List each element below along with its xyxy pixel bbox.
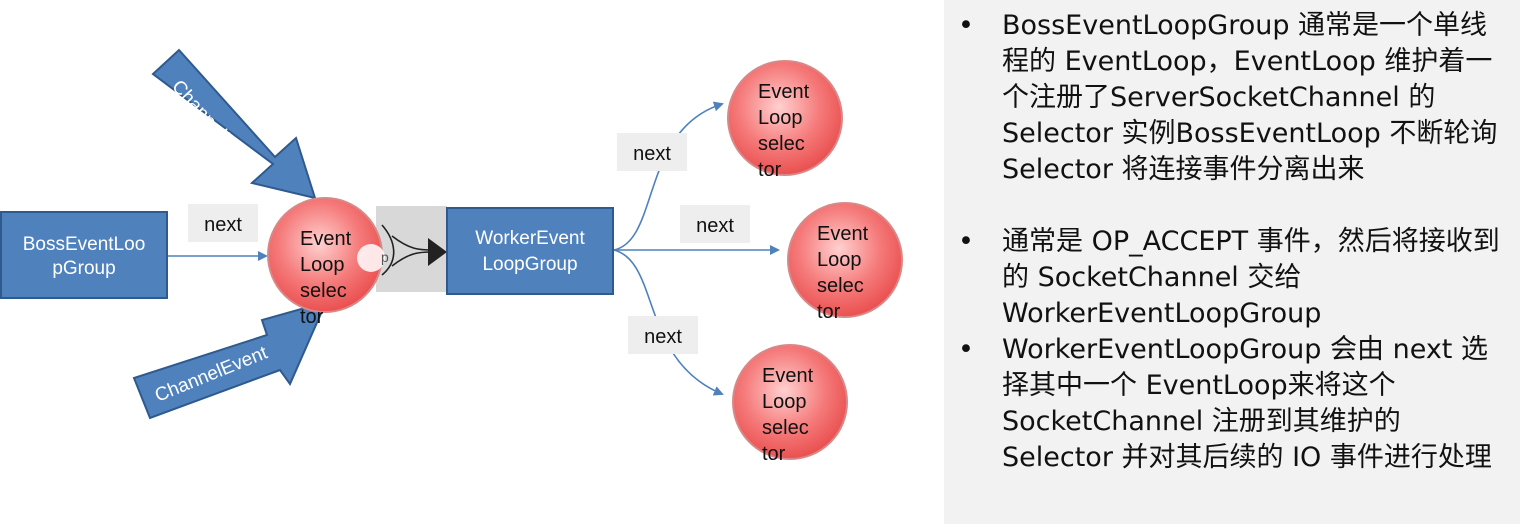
partial-label: p (381, 249, 389, 265)
bullet-marker: • (958, 10, 974, 41)
event-loop-label-line: selec (762, 417, 809, 439)
next-label-middle: next (680, 205, 750, 243)
event-loop-label-line: selec (817, 275, 864, 297)
event-loop-label-line: tor (762, 443, 786, 465)
channel-event-arrow-bottom: ChannelEvent (132, 300, 328, 420)
worker-group-label-line: WorkerEvent (475, 228, 585, 249)
bullet-marker: • (958, 334, 974, 365)
bullet-text: 通常是 OP_ACCEPT 事件，然后将接收到的 SocketChannel 交… (1002, 226, 1500, 329)
explanation-panel: • BossEventLoopGroup 通常是一个单线程的 EventLoop… (944, 0, 1520, 524)
worker-group-label-line: LoopGroup (482, 254, 577, 275)
svg-text:next: next (644, 326, 682, 348)
event-loop-label-line: Loop (762, 391, 807, 413)
bullet-marker: • (958, 226, 974, 257)
boss-group-label: BossEventLoo pGroup (23, 234, 146, 279)
worker-to-top-eventloop-connector (613, 101, 724, 251)
boss-group-label-line: pGroup (52, 258, 115, 279)
boss-group-label-line: BossEventLoo (23, 234, 146, 255)
event-loop-label-line: Event (817, 223, 869, 245)
event-loop-label-line: selec (758, 133, 805, 155)
svg-text:next: next (204, 214, 242, 236)
bullet-item: • 通常是 OP_ACCEPT 事件，然后将接收到的 SocketChannel… (944, 224, 1520, 332)
event-loop-label-line: tor (300, 306, 324, 328)
next-label-top: next (617, 133, 687, 171)
event-loop-label-line: Loop (758, 107, 803, 129)
svg-text:next: next (633, 143, 671, 165)
next-label-bottom: next (628, 316, 698, 354)
event-loop-label-line: Event (762, 365, 814, 387)
svg-text:next: next (696, 215, 734, 237)
bullet-item: • BossEventLoopGroup 通常是一个单线程的 EventLoop… (944, 8, 1520, 188)
event-loop-label-line: Loop (817, 249, 862, 271)
bullet-text: WorkerEventLoopGroup 会由 next 选择其中一个 Even… (1002, 334, 1492, 473)
bullet-item: • WorkerEventLoopGroup 会由 next 选择其中一个 Ev… (944, 332, 1520, 512)
selector-transition-graphic (376, 206, 447, 292)
event-loop-label-line: tor (758, 159, 782, 181)
next-label-boss: next (188, 204, 258, 242)
bullet-text: BossEventLoopGroup 通常是一个单线程的 EventLoop，E… (1002, 10, 1498, 185)
event-loop-label-line: Loop (300, 254, 345, 276)
event-loop-label-line: Event (300, 228, 352, 250)
diagram: ChannelEvent ChannelEvent next next next… (0, 48, 903, 465)
event-loop-label-line: Event (758, 81, 810, 103)
boss-event-loop-group-node: BossEventLoo pGroup (0, 211, 168, 299)
worker-to-bottom-eventloop-connector (613, 249, 724, 396)
channel-event-arrow-top: ChannelEvent (151, 48, 317, 200)
event-loop-label-line: selec (300, 280, 347, 302)
event-loop-label-line: tor (817, 301, 841, 323)
